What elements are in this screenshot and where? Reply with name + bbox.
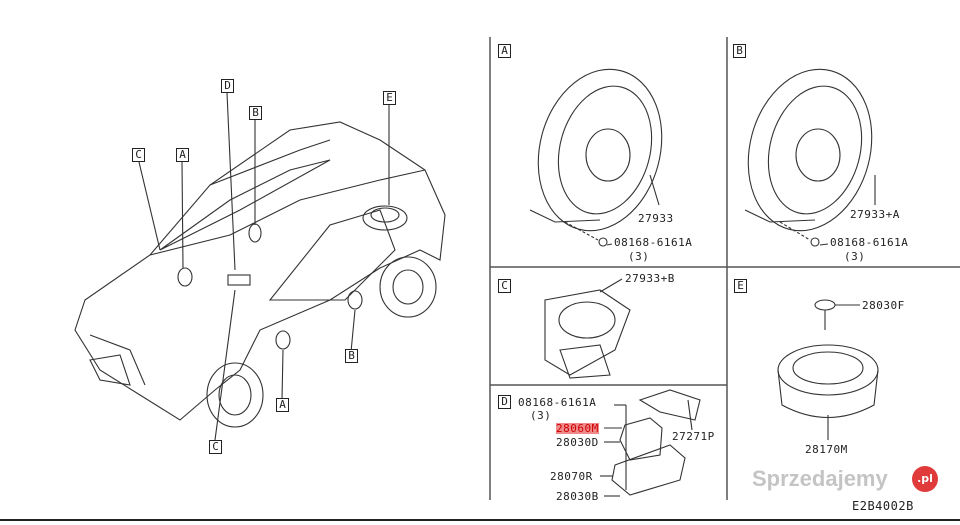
screw-qty-d: (3) <box>530 409 552 422</box>
watermark-badge: .pl <box>912 466 938 492</box>
subwoofer-28170M-drawing <box>777 299 879 440</box>
panel-d-label: D <box>498 395 511 409</box>
car-callout-b-rear: B <box>345 349 358 363</box>
part-28070R: 28070R <box>550 470 593 483</box>
speaker-27933A-drawing <box>744 68 876 247</box>
car-callout-d: D <box>221 79 234 93</box>
panel-grid <box>0 37 960 521</box>
screw-08168-6161A-d: 08168-6161A <box>518 396 597 409</box>
part-27933B: 27933+B <box>625 272 675 285</box>
speaker-27933-drawing <box>529 68 663 247</box>
car-callout-b: B <box>249 106 262 120</box>
part-27933: 27933 <box>638 212 674 225</box>
amplifier-assembly-drawing <box>600 389 701 497</box>
part-27271P: 27271P <box>672 430 715 443</box>
panel-a-label: A <box>498 44 511 58</box>
part-28060M: 28060M <box>556 422 599 435</box>
car-callout-c: C <box>132 148 145 162</box>
panel-c-label: C <box>498 279 511 293</box>
screw-qty-a: (3) <box>628 250 650 263</box>
part-28030B: 28030B <box>556 490 599 503</box>
watermark-text: Sprzedajemy <box>752 466 888 491</box>
tweeter-27933B-drawing <box>544 278 631 379</box>
car-callout-a: A <box>176 148 189 162</box>
car-callout-a-door: A <box>276 398 289 412</box>
part-28030F: 28030F <box>862 299 905 312</box>
car-outline <box>74 92 446 441</box>
panel-e-label: E <box>734 279 747 293</box>
screw-qty-b: (3) <box>844 250 866 263</box>
panel-b-label: B <box>733 44 746 58</box>
diagram-code: E2B4002B <box>852 499 914 513</box>
screw-08168-6161A-b: 08168-6161A <box>830 236 909 249</box>
part-28030D: 28030D <box>556 436 599 449</box>
part-27933A: 27933+A <box>850 208 900 221</box>
screw-08168-6161A-a: 08168-6161A <box>614 236 693 249</box>
car-callout-c-door: C <box>209 440 222 454</box>
part-28170M: 28170M <box>805 443 848 456</box>
car-callout-e: E <box>383 91 396 105</box>
